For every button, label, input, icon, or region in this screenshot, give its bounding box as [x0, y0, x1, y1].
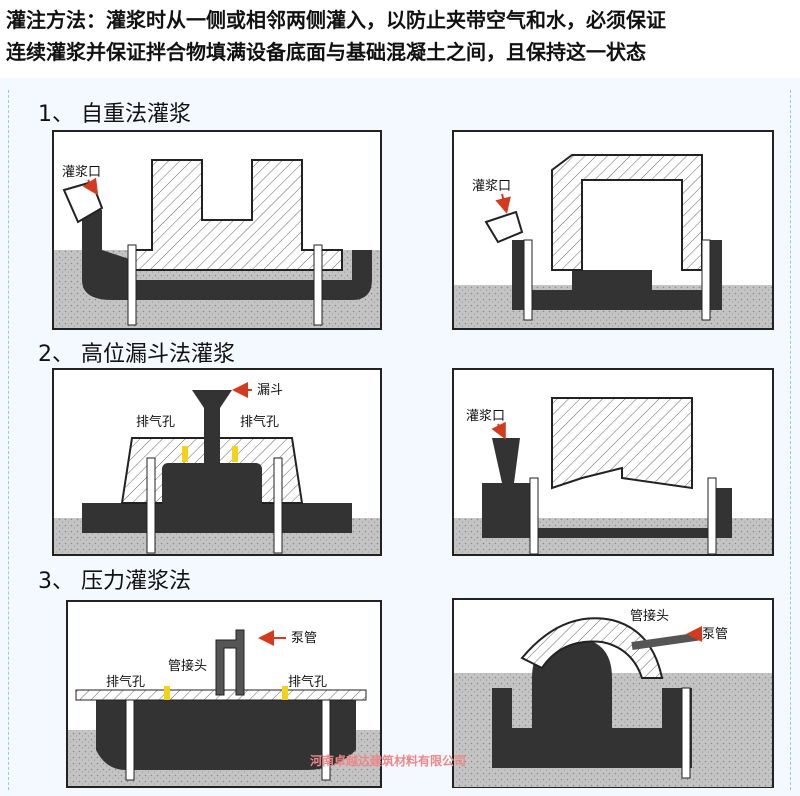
arrow-icon: [495, 193, 511, 214]
grout-fill: [492, 638, 692, 768]
header-line-1: 灌注方法：灌浆时从一侧或相邻两侧灌入，以防止夹带空气和水，必须保证: [6, 8, 666, 32]
dashed-border-right: [790, 90, 791, 790]
anchor-bolt-right: [273, 457, 283, 554]
gravity-grouting-figure-b: 灌浆口: [452, 130, 774, 330]
anchor-bolt-left: [529, 477, 539, 555]
label-vent-right: 排气孔: [288, 674, 327, 690]
vent-hole-right: [282, 686, 288, 700]
label-grout-port-1b: 灌浆口: [472, 179, 511, 194]
label-grout-port-1a: 灌浆口: [62, 165, 101, 180]
section-title-3: 3、 压力灌浆法: [38, 569, 191, 594]
anchor-bolt-left: [523, 239, 533, 321]
anchor-bolt-right: [321, 699, 331, 781]
pressure-grouting-figure-b: 管接头 泵管: [452, 598, 774, 788]
high-funnel-figure-b: 灌浆口: [452, 368, 774, 556]
grout-bucket-icon: [484, 210, 524, 244]
label-grout-port-2b: 灌浆口: [466, 409, 505, 424]
funnel-icon: [192, 390, 232, 463]
arrow-icon: [491, 421, 506, 440]
pressure-grouting-figure-a: 泵管 管接头 排气孔 排气孔: [66, 600, 382, 788]
anchor-bolt-left: [127, 244, 137, 326]
anchor-bolt-right: [313, 244, 323, 326]
anchor-bolt-right: [707, 477, 717, 555]
vent-hole-left: [164, 686, 170, 700]
section-title-1: 1、 自重法灌浆: [38, 102, 191, 127]
watermark: 河南卓越达建筑材料有限公司: [310, 754, 467, 768]
funnel-icon: [492, 438, 520, 483]
grout-fill: [82, 202, 372, 300]
equipment-frame: [551, 154, 703, 271]
grout-chamber: [162, 463, 262, 508]
label-pipe-joint: 管接头: [630, 608, 669, 624]
label-funnel: 漏斗: [257, 382, 283, 398]
high-funnel-figure-a: 漏斗 排气孔 排气孔: [52, 368, 382, 556]
label-pump-pipe: 泵管: [291, 631, 317, 646]
label-vent-right: 排气孔: [240, 414, 279, 430]
vent-hole-right: [232, 446, 238, 462]
anchor-bolt-right: [701, 239, 711, 321]
anchor-bolt-right: [681, 687, 691, 779]
header-line-2: 连续灌浆并保证拌合物填满设备底面与基础混凝土之间，且保持这一状态: [6, 40, 646, 64]
header-text: 灌注方法：灌浆时从一侧或相邻两侧灌入，以防止夹带空气和水，必须保证 连续灌浆并保…: [6, 4, 796, 68]
equipment-dome: [520, 617, 664, 679]
vent-hole-left: [182, 446, 188, 462]
label-vent-left: 排气孔: [136, 414, 175, 430]
arrow-icon: [82, 177, 99, 196]
anchor-bolt-left: [125, 699, 135, 781]
gravity-grouting-figure-a: 灌浆口: [52, 130, 382, 330]
anchor-bolt-left: [146, 457, 156, 554]
equipment-base: [551, 397, 693, 490]
grout-fill: [512, 240, 722, 310]
label-pump-pipe: 泵管: [702, 627, 728, 642]
label-pipe-joint: 管接头: [168, 658, 207, 674]
pump-pipe-icon: [215, 629, 245, 696]
dashed-border-left: [8, 90, 9, 790]
grout-fill: [96, 695, 356, 770]
label-vent-left: 排气孔: [106, 674, 145, 690]
section-title-2: 2、 高位漏斗法灌浆: [38, 342, 235, 367]
